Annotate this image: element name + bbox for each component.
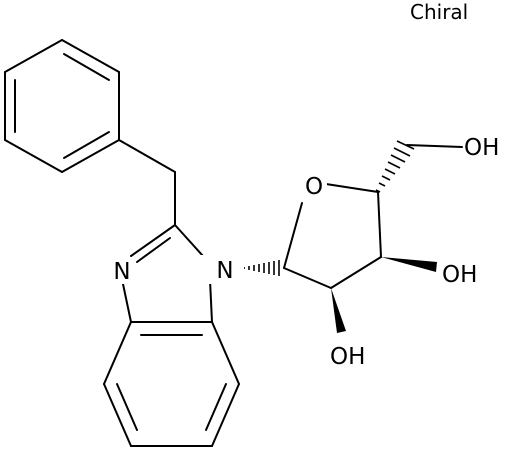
hashed-bond-n-c1 — [243, 260, 280, 276]
atom-oh-3prime: OH — [442, 262, 477, 288]
phenyl-ring — [4, 39, 120, 173]
atom-n-ring: N — [216, 258, 233, 284]
atom-oh-2prime: OH — [330, 344, 365, 370]
hashed-bond-c4-ch2 — [375, 140, 415, 193]
atom-oh-5prime: OH — [464, 135, 499, 161]
wedge-bond-c3-oh — [381, 257, 437, 272]
ribose-ring — [283, 183, 382, 289]
benzo-ring — [103, 321, 240, 447]
chiral-label: Chiral — [410, 0, 468, 24]
methylene-bridge — [118, 139, 176, 226]
imidazole-ring — [122, 224, 213, 323]
atom-o-ring: O — [305, 174, 323, 200]
atom-n-imine: N — [113, 259, 130, 285]
wedge-bond-c2-oh — [331, 288, 346, 333]
ch2-oh-bond — [406, 144, 463, 148]
